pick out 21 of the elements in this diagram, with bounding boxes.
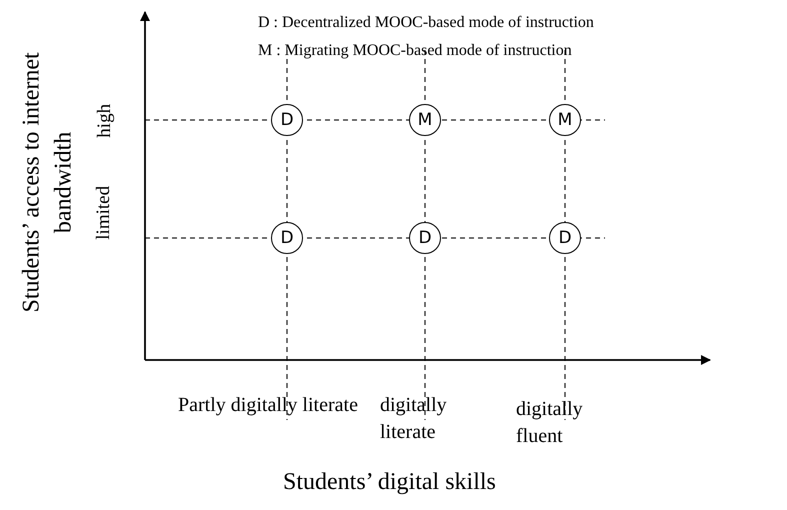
mode-circle [409,104,441,136]
axis-tick-label: digitally fluent [516,397,584,449]
mode-letter: D [418,228,432,248]
axis-tick-label: high [93,104,116,138]
mode-letter: D [280,228,294,248]
legend-note: M : Migrating MOOC-based mode of instruction [258,41,572,61]
axis-title: Students’ digital skills [283,468,496,497]
mode-circle [271,104,303,136]
mode-circle [549,222,581,254]
mode-letter: M [558,110,572,130]
mode-letter: D [280,110,294,130]
axis-tick-label: limited [92,186,116,240]
mode-circle [409,222,441,254]
mode-letter: D [558,228,572,248]
mode-circle [549,104,581,136]
axis-tick-label: digitally literate [380,393,448,445]
mode-circle [271,222,303,254]
axis-tick-label: Partly digitally literate [178,393,358,418]
axis-title: Students’ access to internet bandwidth [18,51,78,314]
mode-letter: M [418,110,432,130]
legend-note: D : Decentralized MOOC-based mode of instruction [258,13,594,33]
